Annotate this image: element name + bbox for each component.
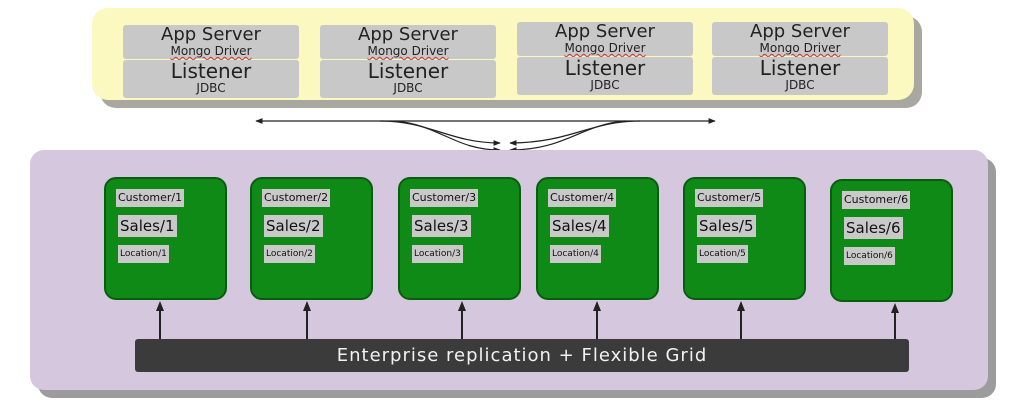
- app-server-box: App Server Mongo Driver: [517, 22, 693, 56]
- sales-label: Sales/5: [697, 215, 756, 237]
- app-server-title: App Server: [750, 21, 850, 42]
- app-server-box: App Server Mongo Driver: [712, 22, 888, 56]
- customer-label: Customer/2: [262, 189, 331, 207]
- protocol-label: JDBC: [785, 78, 815, 92]
- customer-label: Customer/1: [116, 189, 185, 207]
- sales-label: Sales/2: [264, 215, 323, 237]
- app-server-2: App Server Mongo Driver Listener JDBC: [320, 25, 496, 119]
- app-server-1: App Server Mongo Driver Listener JDBC: [123, 25, 299, 119]
- customer-label: Customer/3: [410, 189, 479, 207]
- listener-box: Listener JDBC: [712, 57, 888, 95]
- listener-title: Listener: [367, 59, 449, 83]
- flow-curve-right-lower: [509, 120, 626, 153]
- listener-title: Listener: [759, 56, 841, 80]
- location-label: Location/3: [412, 245, 463, 263]
- app-server-title: App Server: [555, 21, 655, 42]
- protocol-label: JDBC: [590, 78, 620, 92]
- flow-curve-right-upper: [509, 120, 641, 146]
- protocol-label: JDBC: [393, 81, 423, 95]
- location-label: Location/4: [550, 245, 601, 263]
- shard-node-5: Customer/5 Sales/5 Location/5: [683, 177, 806, 300]
- driver-text: Mongo Driver: [170, 44, 252, 58]
- customer-label: Customer/4: [548, 189, 617, 207]
- protocol-label: JDBC: [196, 81, 226, 95]
- shard-node-1: Customer/1 Sales/1 Location/1: [104, 177, 227, 300]
- app-server-title: App Server: [358, 24, 458, 45]
- flow-curve-left-upper: [379, 120, 501, 146]
- listener-box: Listener JDBC: [517, 57, 693, 95]
- driver-text: Mongo Driver: [759, 41, 841, 55]
- shard-node-6: Customer/6 Sales/6 Location/6: [830, 179, 953, 302]
- listener-title: Listener: [170, 59, 252, 83]
- location-label: Location/6: [844, 247, 895, 265]
- location-label: Location/1: [118, 245, 169, 263]
- driver-text: Mongo Driver: [564, 41, 646, 55]
- location-label: Location/2: [264, 245, 315, 263]
- app-server-title: App Server: [161, 24, 261, 45]
- sales-label: Sales/4: [550, 215, 609, 237]
- app-server-box: App Server Mongo Driver: [320, 25, 496, 59]
- listener-box: Listener JDBC: [320, 60, 496, 98]
- replication-grid-bar: Enterprise replication + Flexible Grid: [135, 339, 909, 372]
- driver-label: Mongo Driver: [123, 44, 299, 58]
- app-server-4: App Server Mongo Driver Listener JDBC: [712, 22, 888, 116]
- driver-label: Mongo Driver: [320, 44, 496, 58]
- listener-box: Listener JDBC: [123, 60, 299, 98]
- driver-text: Mongo Driver: [367, 44, 449, 58]
- customer-label: Customer/6: [842, 191, 911, 209]
- location-label: Location/5: [697, 245, 748, 263]
- sales-label: Sales/3: [412, 215, 471, 237]
- shard-node-4: Customer/4 Sales/4 Location/4: [536, 177, 659, 300]
- customer-label: Customer/5: [695, 189, 764, 207]
- app-server-box: App Server Mongo Driver: [123, 25, 299, 59]
- shard-node-3: Customer/3 Sales/3 Location/3: [398, 177, 521, 300]
- app-server-3: App Server Mongo Driver Listener JDBC: [517, 22, 693, 116]
- driver-label: Mongo Driver: [517, 41, 693, 55]
- sales-label: Sales/6: [844, 217, 903, 239]
- listener-title: Listener: [564, 56, 646, 80]
- shard-node-2: Customer/2 Sales/2 Location/2: [250, 177, 373, 300]
- sales-label: Sales/1: [118, 215, 177, 237]
- flow-curve-left-lower: [394, 120, 501, 153]
- app-to-grid-connectors: [255, 118, 716, 153]
- driver-label: Mongo Driver: [712, 41, 888, 55]
